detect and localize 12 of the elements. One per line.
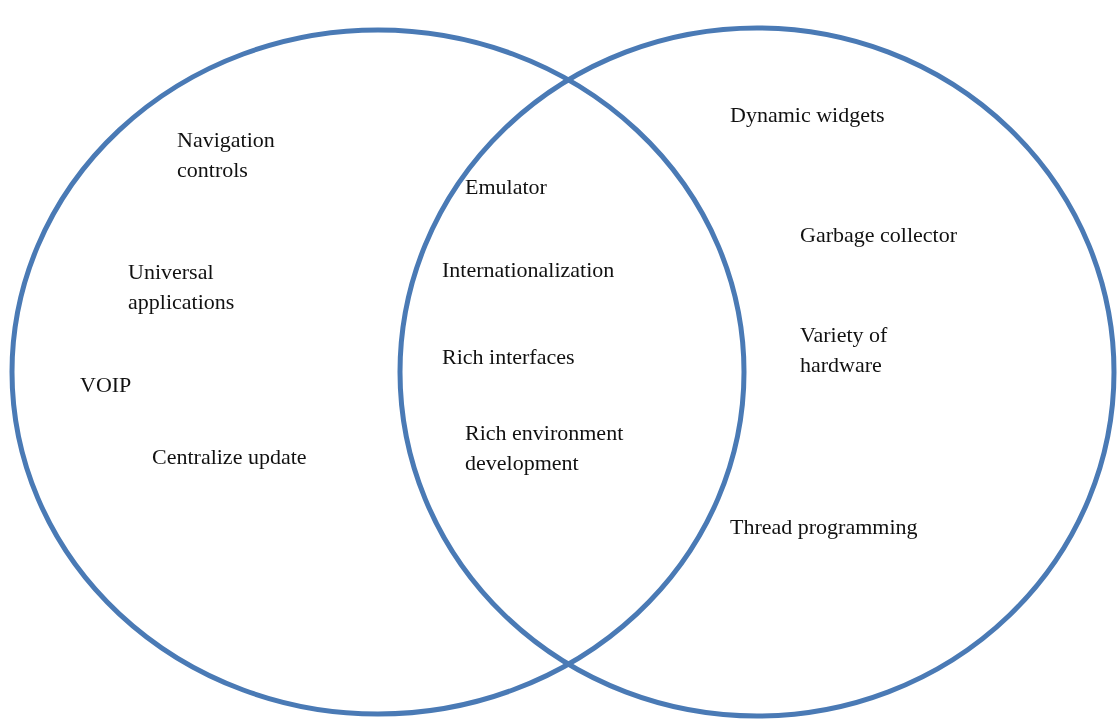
region-item-label: Navigation controls: [177, 126, 276, 184]
region-item-label: Thread programming: [730, 513, 918, 541]
region-item-label: Centralize update: [152, 443, 307, 471]
region-item-label: Variety of hardware: [800, 321, 889, 379]
region-item-label: Rich environment development: [465, 419, 625, 477]
region-item-label: VOIP: [80, 371, 132, 399]
region-item-label: Universal applications: [128, 258, 236, 316]
region-item-label: Emulator: [465, 173, 547, 201]
region-item-label: Garbage collector: [800, 221, 957, 249]
region-item-label: Dynamic widgets: [730, 101, 885, 129]
region-item-label: Internationalization: [442, 256, 615, 284]
region-item-label: Rich interfaces: [442, 343, 575, 371]
